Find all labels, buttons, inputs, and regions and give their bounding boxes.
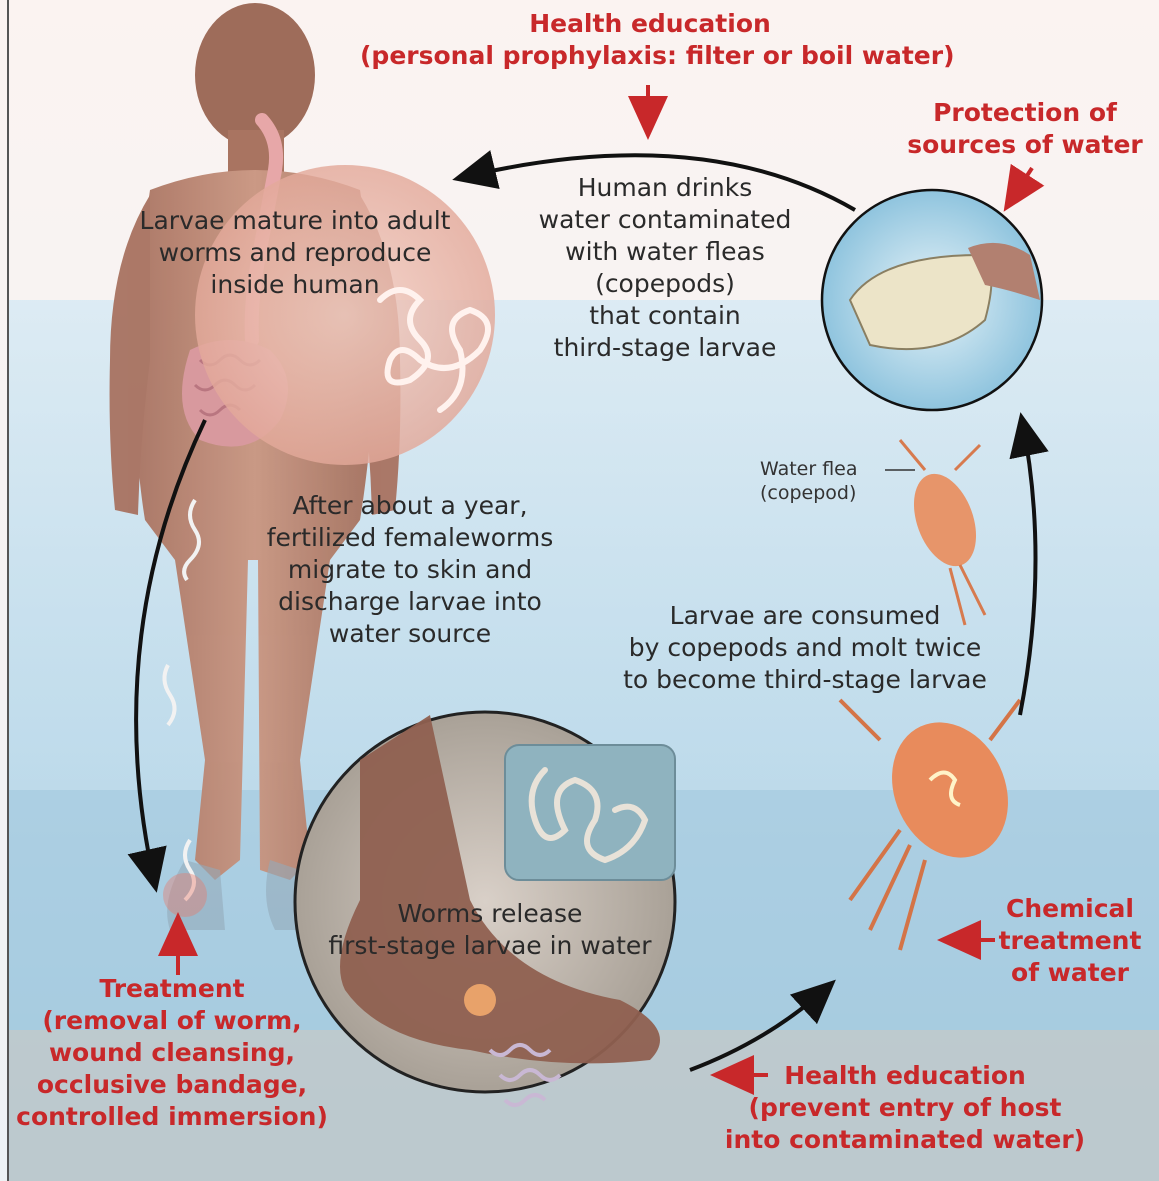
health-education-heading: Health education [360, 8, 940, 40]
step-release-text: Worms release first-stage larvae in wate… [305, 898, 675, 962]
step-consume-text: Larvae are consumed by copepods and molt… [590, 600, 1020, 696]
chemical-treatment-label: Chemical treatment of water [990, 893, 1150, 989]
treatment-label: Treatment (removal of worm, wound cleans… [12, 973, 332, 1133]
foot-wound [464, 984, 496, 1016]
health-education-subheading: (personal prophylaxis: filter or boil wa… [360, 40, 940, 72]
health-education-prevent-label: Health education (prevent entry of host … [700, 1060, 1110, 1156]
step-migrate-text: After about a year, fertilized femalewor… [240, 490, 580, 650]
step-drink-text: Human drinks water contaminated with wat… [515, 172, 815, 364]
protection-label: Protection of sources of water [900, 97, 1150, 161]
health-education-title: Health education (personal prophylaxis: … [360, 8, 940, 72]
blister [163, 873, 207, 917]
step-mature-text: Larvae mature into adult worms and repro… [115, 205, 475, 301]
water-flea-label: Water flea (copepod) [760, 457, 890, 506]
